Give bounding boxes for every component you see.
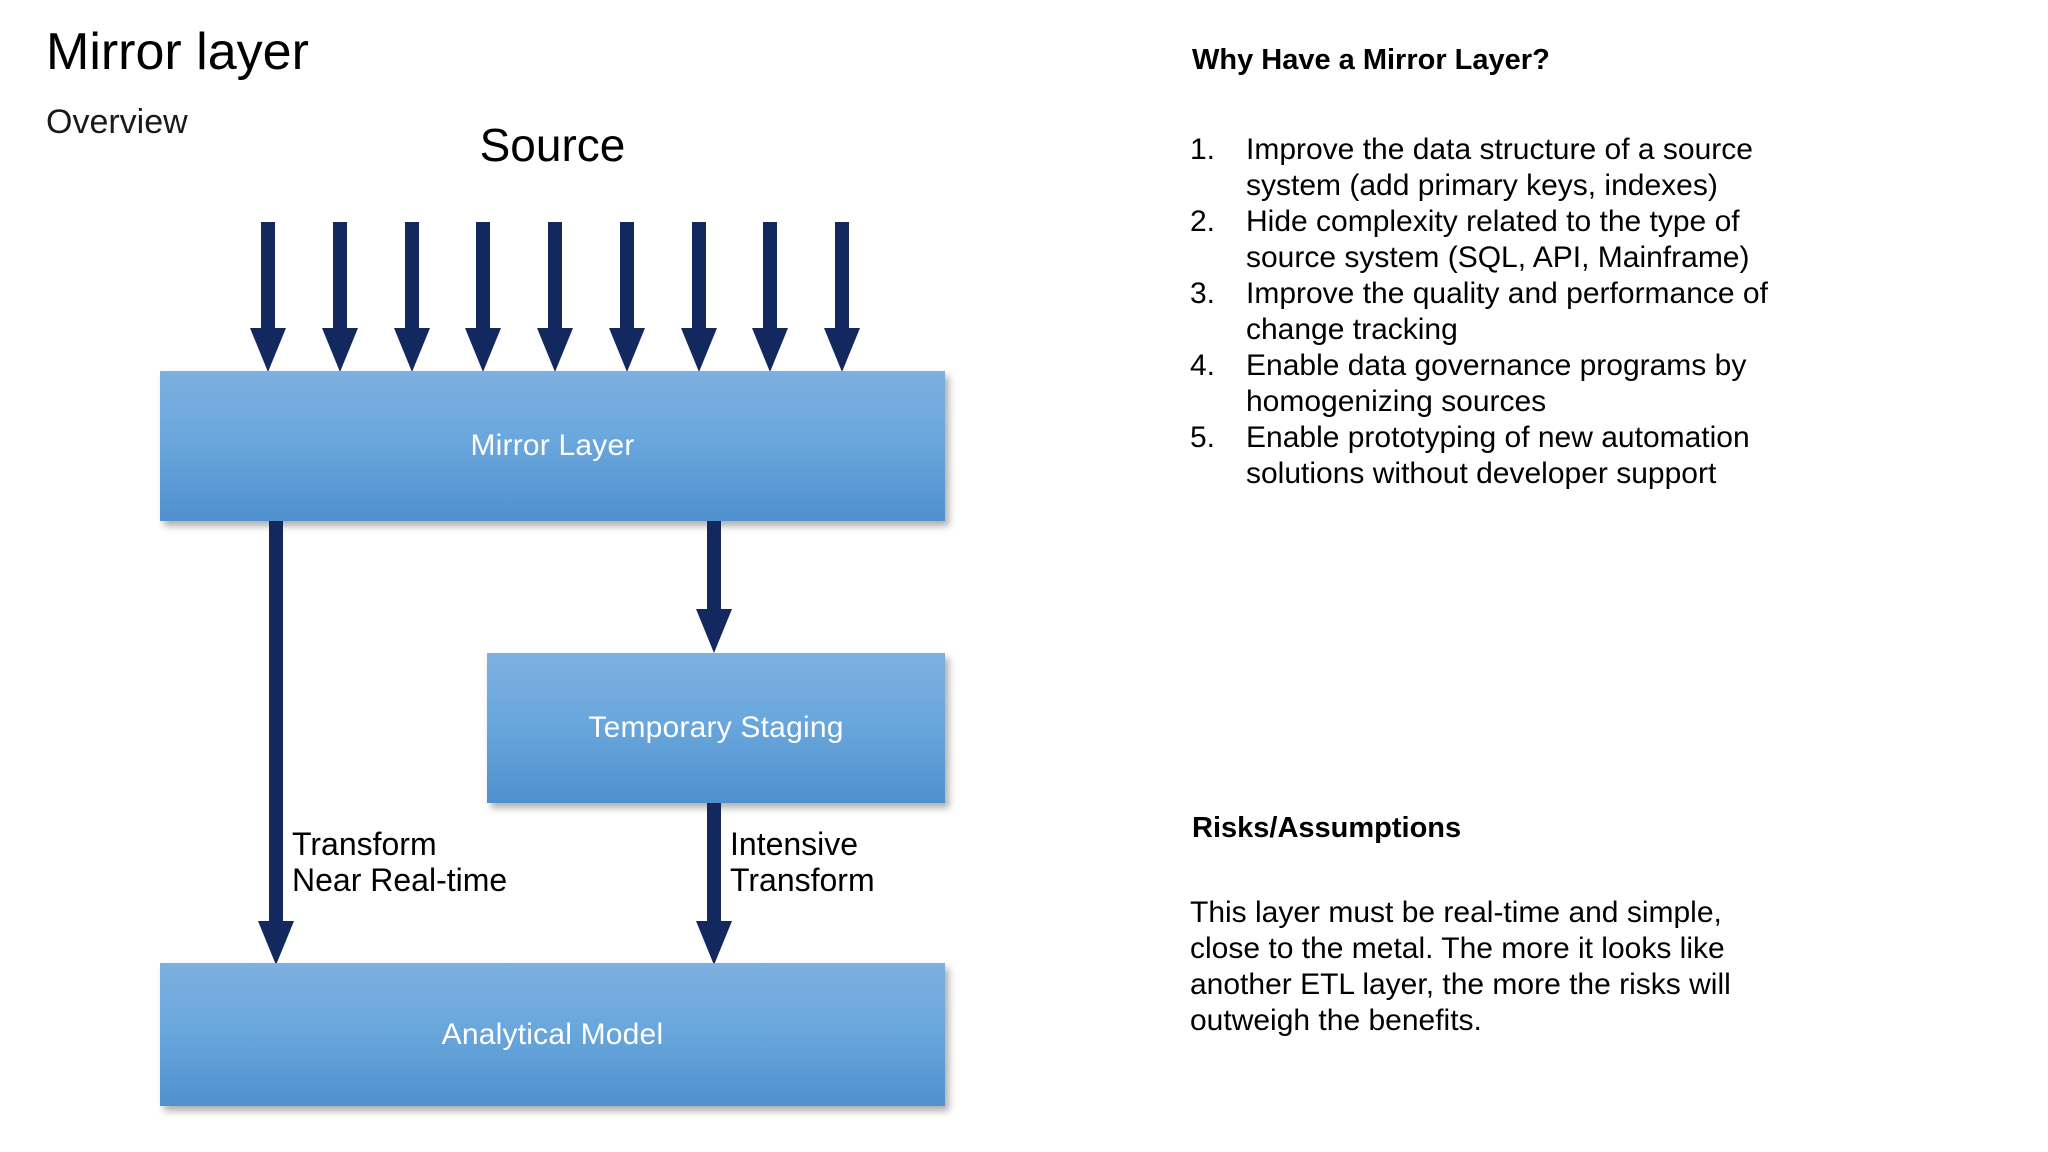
why-list-item-number: 5. xyxy=(1190,421,1216,454)
why-list-item-text: Enable prototyping of new automation sol… xyxy=(1246,421,1750,490)
source-arrow xyxy=(607,222,647,374)
why-list-item-number: 3. xyxy=(1190,277,1216,310)
box-temporary-staging[interactable]: Temporary Staging xyxy=(487,653,945,803)
why-list-item-text: Enable data governance programs by homog… xyxy=(1246,349,1747,418)
box-temporary-staging-label: Temporary Staging xyxy=(588,711,844,744)
source-arrow xyxy=(320,222,360,374)
why-list-item-number: 1. xyxy=(1190,133,1216,166)
box-mirror-layer[interactable]: Mirror Layer xyxy=(160,371,945,521)
page-title: Mirror layer xyxy=(46,23,309,81)
source-arrow xyxy=(750,222,790,374)
source-arrow xyxy=(535,222,575,374)
source-arrow xyxy=(822,222,862,374)
why-list-item: 4. Enable data governance programs by hom… xyxy=(1190,348,1830,420)
why-list-item: 5. Enable prototyping of new automation s… xyxy=(1190,420,1830,492)
box-analytical-model-label: Analytical Model xyxy=(441,1017,664,1051)
why-list-item-text: Hide complexity related to the type of s… xyxy=(1246,205,1750,274)
why-have-mirror-layer-heading: Why Have a Mirror Layer? xyxy=(1192,44,1550,76)
source-label: Source xyxy=(479,119,626,171)
box-mirror-layer-label: Mirror Layer xyxy=(470,429,635,462)
why-list-item: 2. Hide complexity related to the type of… xyxy=(1190,204,1830,276)
source-arrow xyxy=(248,222,288,374)
page-subtitle: Overview xyxy=(46,103,188,141)
notes-panel: Why Have a Mirror Layer? 1. Improve the d… xyxy=(1190,0,1890,1152)
arrow-mirror-to-staging xyxy=(694,521,734,655)
source-arrow xyxy=(463,222,503,374)
why-have-mirror-layer-list: 1. Improve the data structure of a source… xyxy=(1190,132,1830,492)
risks-assumptions-body: This layer must be real-time and simple,… xyxy=(1190,896,1731,1037)
edge-label-intensive-transform: Intensive Transform xyxy=(730,826,875,898)
diagram-panel: Mirror layer Overview Source Mirror Laye… xyxy=(0,0,985,1140)
risks-assumptions-heading: Risks/Assumptions xyxy=(1192,812,1462,844)
why-list-item-number: 2. xyxy=(1190,205,1216,238)
box-analytical-model[interactable]: Analytical Model xyxy=(160,963,945,1106)
arrow-mirror-to-analytical xyxy=(254,521,298,967)
edge-label-transform-near-real-time: Transform Near Real-time xyxy=(292,826,508,898)
why-list-item: 1. Improve the data structure of a source… xyxy=(1190,132,1830,204)
why-list-item-number: 4. xyxy=(1190,349,1216,382)
arrow-staging-to-analytical xyxy=(694,803,734,967)
source-arrow xyxy=(392,222,432,374)
source-arrow xyxy=(679,222,719,374)
why-list-item-text: Improve the quality and performance of c… xyxy=(1246,277,1768,346)
why-list-item: 3. Improve the quality and performance of… xyxy=(1190,276,1830,348)
why-list-item-text: Improve the data structure of a source s… xyxy=(1246,133,1753,202)
diagram-backdrop xyxy=(0,0,985,1140)
